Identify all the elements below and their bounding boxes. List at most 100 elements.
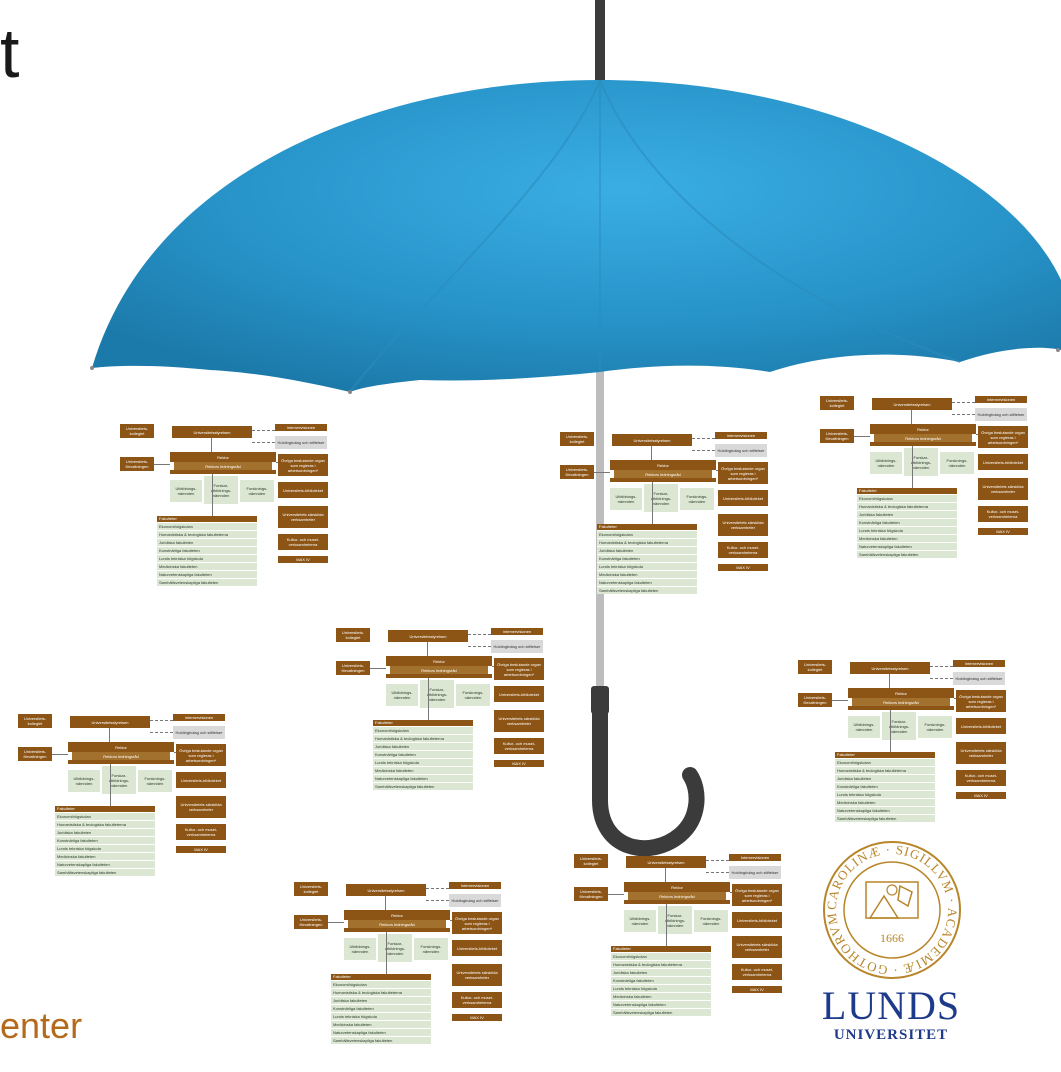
- org-box-max-iv: MAX IV: [176, 846, 226, 853]
- org-box-rektors-ledningsrad: Rektors ledningsråd: [348, 920, 446, 928]
- org-box-utbildningsnamnden: Utbildnings-nämnden: [610, 488, 642, 510]
- org-box-utbildningsnamnden: Utbildnings-nämnden: [68, 770, 100, 792]
- org-box-forskningsnamnden: Forsknings-nämnden: [918, 716, 952, 738]
- org-box-kultur-och-museiverksamheterna: Kultur- och musei-verksamheterna: [452, 992, 502, 1008]
- org-box-internrevisionen: Internrevisionen: [275, 424, 327, 431]
- org-box-universitetsbiblioteket: Universitets-biblioteket: [956, 718, 1006, 734]
- org-box-forskningsnamnden: Forsknings-nämnden: [138, 770, 172, 792]
- org-faculty-row: Juridiska fakulteten: [157, 538, 257, 546]
- org-box-ovriga-organ: Övriga beslutande organ som regleras i a…: [978, 426, 1028, 448]
- org-faculty-row: Samhällsvetenskapliga fakulteten: [835, 814, 935, 822]
- org-box-ovriga-organ: Övriga beslutande organ som regleras i a…: [718, 462, 768, 484]
- lund-university-seal: CAROLINÆ · SIGILLVM · ACADEMIÆ · GOTHORV…: [823, 841, 961, 979]
- org-faculty-row: Ekonomihögskolan: [611, 952, 711, 960]
- org-faculty-row: Juridiska fakulteten: [835, 774, 935, 782]
- org-box-kultur-och-museiverksamheterna: Kultur- och musei-verksamheterna: [494, 738, 544, 754]
- org-faculty-row: Medicinska fakulteten: [55, 852, 155, 860]
- org-faculty-row: Samhällsvetenskapliga fakulteten: [157, 578, 257, 586]
- org-faculty-row: Humanistiska & teologiska fakulteterna: [611, 960, 711, 968]
- org-faculty-row: Medicinska fakulteten: [331, 1020, 431, 1028]
- org-box-universitetsstyrelsen: Universitetsstyrelsen: [612, 434, 692, 446]
- org-box-universitetsbiblioteket: Universitets-biblioteket: [176, 772, 226, 788]
- org-box-ovriga-organ: Övriga beslutande organ som regleras i a…: [956, 690, 1006, 712]
- org-chart-1: Universitets-kollegiet Universitetsstyre…: [120, 424, 350, 614]
- org-faculty-row: Lunds tekniska högskola: [55, 844, 155, 852]
- org-faculties: Fakulteter Ekonomihögskolan Humanistiska…: [611, 946, 711, 1016]
- org-chart-5: Universitets-kollegiet Universitetsstyre…: [798, 660, 1028, 850]
- org-faculty-row: Juridiska fakulteten: [611, 968, 711, 976]
- org-box-utbildningsnamnden: Utbildnings-nämnden: [386, 684, 418, 706]
- org-chart-4: Universitets-kollegiet Universitetsstyre…: [336, 628, 566, 818]
- org-faculty-row: Humanistiska & teologiska fakulteterna: [857, 502, 957, 510]
- org-box-holdingbolag: Holdingbolag och stiftelser: [715, 444, 767, 457]
- org-faculties-header: Fakulteter: [857, 488, 957, 494]
- org-box-holdingbolag: Holdingbolag och stiftelser: [491, 640, 543, 653]
- org-faculty-row: Ekonomihögskolan: [331, 980, 431, 988]
- org-box-universitetsbiblioteket: Universitets-biblioteket: [978, 454, 1028, 470]
- org-faculty-row: Konstnärliga fakulteten: [611, 976, 711, 984]
- org-box-ovriga-organ: Övriga beslutande organ som regleras i a…: [176, 744, 226, 766]
- org-faculties-header: Fakulteter: [55, 806, 155, 812]
- org-box-kultur-och-museiverksamheterna: Kultur- och musei-verksamheterna: [718, 542, 768, 558]
- org-box-internrevisionen: Internrevisionen: [953, 660, 1005, 667]
- org-box-kultur-och-museiverksamheterna: Kultur- och musei-verksamheterna: [278, 534, 328, 550]
- org-box-universitetskollegiet: Universitets-kollegiet: [798, 660, 832, 674]
- org-faculty-row: Ekonomihögskolan: [55, 812, 155, 820]
- seal-year: 1666: [880, 931, 904, 945]
- org-faculties-header: Fakulteter: [597, 524, 697, 530]
- org-faculty-row: Lunds tekniska högskola: [611, 984, 711, 992]
- org-box-universitetsforvaltningen: Universitets-förvaltningen: [798, 693, 832, 707]
- org-box-universitetsforvaltningen: Universitets-förvaltningen: [120, 457, 154, 471]
- org-chart-2: Universitets-kollegiet Universitetsstyre…: [560, 432, 790, 622]
- org-faculty-row: Humanistiska & teologiska fakulteterna: [835, 766, 935, 774]
- org-faculty-row: Naturvetenskapliga fakulteten: [55, 860, 155, 868]
- org-box-universitetskollegiet: Universitets-kollegiet: [294, 882, 328, 896]
- org-faculties: Fakulteter Ekonomihögskolan Humanistiska…: [55, 806, 155, 876]
- org-faculty-row: Samhällsvetenskapliga fakulteten: [857, 550, 957, 558]
- org-faculties-header: Fakulteter: [373, 720, 473, 726]
- org-box-universitetsforvaltningen: Universitets-förvaltningen: [574, 887, 608, 901]
- org-box-forskningsnamnden: Forsknings-nämnden: [456, 684, 490, 706]
- org-chart-7: Universitets-kollegiet Universitetsstyre…: [574, 854, 804, 1044]
- org-faculty-row: Ekonomihögskolan: [835, 758, 935, 766]
- org-faculty-row: Konstnärliga fakulteten: [857, 518, 957, 526]
- org-box-sarskilda-verksamheter: Universitetets särskilda verksamheter: [176, 796, 226, 818]
- org-box-forskarutbildningsnamnden: Forskar-utbildnings-nämnden: [204, 476, 238, 504]
- org-box-forskningsnamnden: Forsknings-nämnden: [694, 910, 728, 932]
- org-faculty-row: Naturvetenskapliga fakulteten: [331, 1028, 431, 1036]
- org-faculties-header: Fakulteter: [835, 752, 935, 758]
- umbrella-shaft: [596, 350, 604, 690]
- org-box-universitetskollegiet: Universitets-kollegiet: [18, 714, 52, 728]
- org-box-forskningsnamnden: Forsknings-nämnden: [240, 480, 274, 502]
- org-box-kultur-och-museiverksamheterna: Kultur- och musei-verksamheterna: [732, 964, 782, 980]
- org-box-rektor: Rektor: [386, 656, 492, 666]
- org-box-forskningsnamnden: Forsknings-nämnden: [940, 452, 974, 474]
- org-box-max-iv: MAX IV: [278, 556, 328, 563]
- org-faculty-row: Medicinska fakulteten: [597, 570, 697, 578]
- org-faculty-row: Konstnärliga fakulteten: [331, 1004, 431, 1012]
- org-box-utbildningsnamnden: Utbildnings-nämnden: [344, 938, 376, 960]
- org-faculty-row: Naturvetenskapliga fakulteten: [611, 1000, 711, 1008]
- org-box-universitetsstyrelsen: Universitetsstyrelsen: [70, 716, 150, 728]
- org-box-universitetsforvaltningen: Universitets-förvaltningen: [336, 661, 370, 675]
- org-box-ovriga-organ: Övriga beslutande organ som regleras i a…: [494, 658, 544, 680]
- org-box-utbildningsnamnden: Utbildnings-nämnden: [624, 910, 656, 932]
- org-faculty-row: Humanistiska & teologiska fakulteterna: [597, 538, 697, 546]
- lunds-wordmark: LUNDS: [821, 983, 961, 1028]
- org-box-forskarutbildningsnamnden: Forskar-utbildnings-nämnden: [644, 484, 678, 512]
- org-box-holdingbolag: Holdingbolag och stiftelser: [173, 726, 225, 739]
- org-faculty-row: Samhällsvetenskapliga fakulteten: [597, 586, 697, 594]
- org-box-rektors-ledningsrad: Rektors ledningsråd: [174, 462, 272, 470]
- org-faculty-row: Naturvetenskapliga fakulteten: [373, 774, 473, 782]
- org-faculty-row: Samhällsvetenskapliga fakulteten: [373, 782, 473, 790]
- org-box-forskningsnamnden: Forsknings-nämnden: [414, 938, 448, 960]
- org-faculty-row: Naturvetenskapliga fakulteten: [857, 542, 957, 550]
- org-box-rektor: Rektor: [870, 424, 976, 434]
- org-box-kultur-och-museiverksamheterna: Kultur- och musei-verksamheterna: [956, 770, 1006, 786]
- org-box-universitetsbiblioteket: Universitets-biblioteket: [732, 912, 782, 928]
- org-box-max-iv: MAX IV: [494, 760, 544, 767]
- org-box-rektors-ledningsrad: Rektors ledningsråd: [614, 470, 712, 478]
- universitet-wordmark: UNIVERSITET: [833, 1027, 949, 1043]
- org-faculty-row: Humanistiska & teologiska fakulteterna: [157, 530, 257, 538]
- org-box-rektors-ledningsrad: Rektors ledningsråd: [390, 666, 488, 674]
